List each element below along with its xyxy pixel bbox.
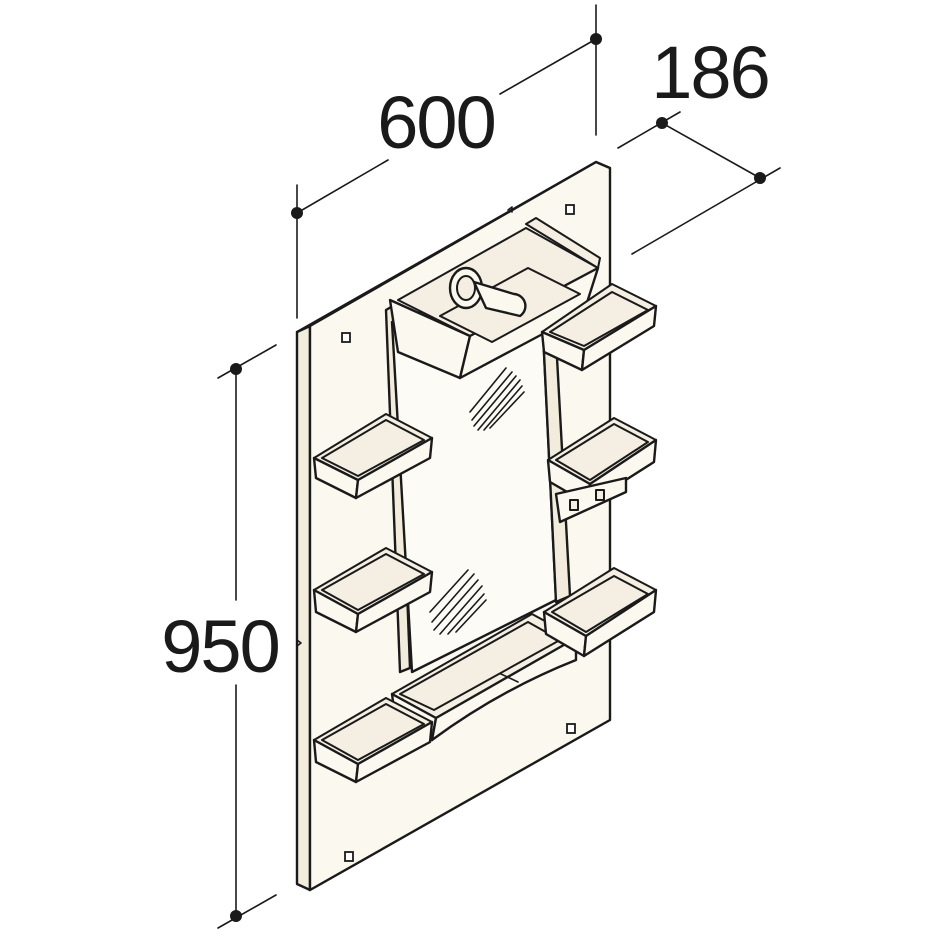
shelf-right-upper <box>546 417 658 524</box>
depth-extension-line-back <box>631 167 781 255</box>
shelf-right-top <box>540 283 658 372</box>
height-extension-line-top <box>217 344 277 379</box>
height-label: 950 <box>161 605 278 688</box>
height-dimension: 950 <box>161 344 281 929</box>
width-endpoint-left <box>291 207 303 219</box>
shelf-left-lower <box>312 697 434 784</box>
shelf-right-lower <box>542 567 658 658</box>
hood-back-lip <box>525 217 601 269</box>
mirror-reflection-upper <box>469 367 525 431</box>
depth-extension-line-front <box>617 111 681 149</box>
depth-endpoint-front <box>656 117 668 129</box>
bottom-tray-front-face <box>430 636 578 742</box>
mount-hole-top-left <box>341 332 351 343</box>
bottom-tray <box>390 613 578 742</box>
mount-hole-top-right <box>565 204 575 215</box>
width-dimension: 600 <box>291 4 602 319</box>
mount-hole-bottom-left <box>344 851 354 862</box>
height-extension-line-bottom <box>217 894 277 929</box>
lamp-bulb <box>472 280 527 318</box>
back-panel-edge <box>295 324 312 892</box>
width-endpoint-right <box>590 33 602 45</box>
height-endpoint-bottom <box>230 910 242 922</box>
width-dimension-line-right <box>499 38 597 95</box>
depth-dimension-line <box>661 122 761 179</box>
depth-dimension: 186 <box>617 31 781 255</box>
width-dimension-line-left <box>296 159 389 214</box>
mount-hole-bottom-right <box>566 723 576 734</box>
height-endpoint-top <box>230 363 242 375</box>
shelf-left-upper <box>312 413 434 500</box>
depth-endpoint-back <box>754 172 766 184</box>
mirror-reflection-lower <box>429 569 487 635</box>
depth-label: 186 <box>651 31 768 114</box>
width-label: 600 <box>377 81 494 164</box>
top-light-hood <box>388 217 601 380</box>
shelf-left-middle <box>312 547 434 634</box>
